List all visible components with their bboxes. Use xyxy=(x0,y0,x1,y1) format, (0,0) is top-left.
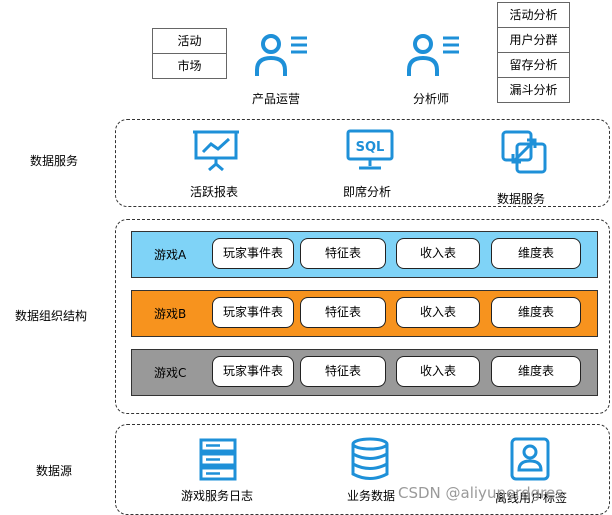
database-icon xyxy=(351,437,389,480)
table-pill: 收入表 xyxy=(396,356,480,387)
table-pill: 特征表 xyxy=(300,238,386,269)
source-label-offline-tags: 离线用户标签 xyxy=(495,491,568,505)
data-org-container xyxy=(115,219,610,414)
service-label-active-report: 活跃报表 xyxy=(190,185,239,199)
source-label-game-log: 游戏服务日志 xyxy=(181,489,254,503)
table-pill: 特征表 xyxy=(300,356,386,387)
market-item: 市场 xyxy=(153,54,226,78)
market-box: 活动 市场 xyxy=(152,28,227,79)
data-service-container xyxy=(115,119,610,207)
role-label-analyst: 分析师 xyxy=(413,92,450,106)
server-icon xyxy=(199,438,237,481)
layer-title-data-org: 数据组织结构 xyxy=(15,309,88,323)
presentation-chart-icon xyxy=(193,130,239,172)
game-name: 游戏B xyxy=(154,307,187,321)
table-pill: 玩家事件表 xyxy=(212,238,294,269)
sync-arrows-icon xyxy=(501,130,547,174)
analysis-item: 漏斗分析 xyxy=(498,78,569,102)
table-pill: 维度表 xyxy=(491,297,581,328)
analysis-item: 留存分析 xyxy=(498,53,569,78)
watermark: CSDN @aliyunerdgres xyxy=(398,484,564,502)
table-pill: 玩家事件表 xyxy=(212,297,294,328)
analysis-item: 活动分析 xyxy=(498,3,569,28)
game-name: 游戏C xyxy=(154,366,187,380)
operator-person-icon xyxy=(255,34,307,76)
svg-text:SQL: SQL xyxy=(356,140,385,155)
layer-title-data-source: 数据源 xyxy=(36,464,73,478)
user-card-icon xyxy=(510,437,550,481)
layer-title-data-service: 数据服务 xyxy=(30,154,79,168)
market-item: 活动 xyxy=(153,29,226,54)
table-pill: 收入表 xyxy=(396,297,480,328)
table-pill: 维度表 xyxy=(491,238,581,269)
role-label-operator: 产品运营 xyxy=(252,92,301,106)
source-label-business-data: 业务数据 xyxy=(347,489,396,503)
analysis-item: 用户分群 xyxy=(498,28,569,53)
table-pill: 特征表 xyxy=(300,297,386,328)
analysis-box: 活动分析 用户分群 留存分析 漏斗分析 xyxy=(497,2,570,103)
analyst-person-icon xyxy=(407,34,459,76)
game-name: 游戏A xyxy=(154,248,187,262)
service-label-adhoc: 即席分析 xyxy=(343,185,392,199)
sql-monitor-icon: SQL xyxy=(346,129,394,170)
table-pill: 维度表 xyxy=(491,356,581,387)
service-label-data-service: 数据服务 xyxy=(497,192,546,206)
table-pill: 收入表 xyxy=(396,238,480,269)
table-pill: 玩家事件表 xyxy=(212,356,294,387)
